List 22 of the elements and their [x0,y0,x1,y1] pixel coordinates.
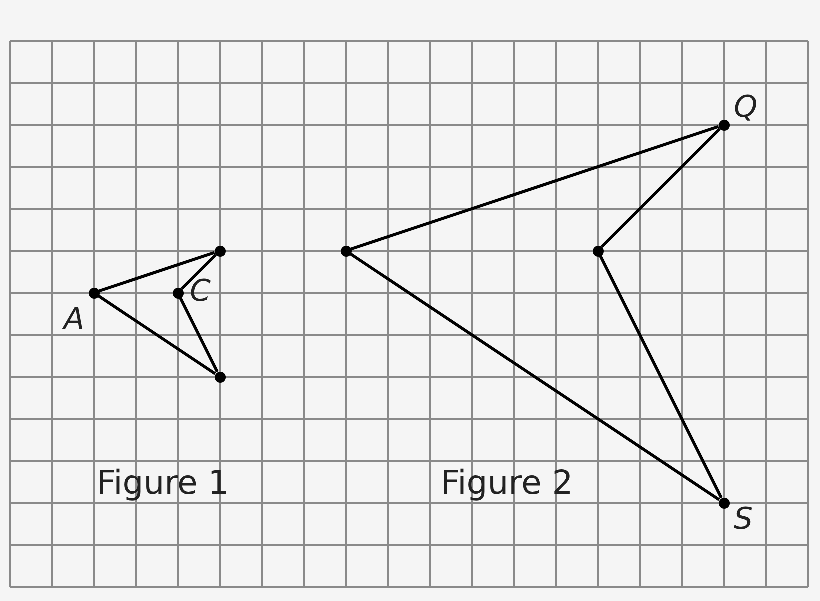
point-dot [718,498,730,508]
point-label: A [64,305,85,335]
point-dot [214,246,226,256]
point-dot [88,288,100,298]
point-dot [592,246,604,256]
point-dot [214,372,226,382]
point-label: S [734,505,754,535]
line-segment [600,128,722,248]
point-label: C [190,277,211,307]
figure-caption: Figure 1 [97,465,230,501]
point-dot [340,246,352,256]
line-segment [180,254,218,290]
line-segment [350,125,720,251]
line-segment [98,294,216,376]
line-segment [179,297,219,373]
point-dot [172,288,184,298]
line-segment [350,252,720,502]
line-segment [599,255,723,499]
figure-caption: Figure 2 [441,465,574,501]
line-segment [98,251,216,293]
point-label: Q [734,93,758,123]
point-dot [718,120,730,130]
